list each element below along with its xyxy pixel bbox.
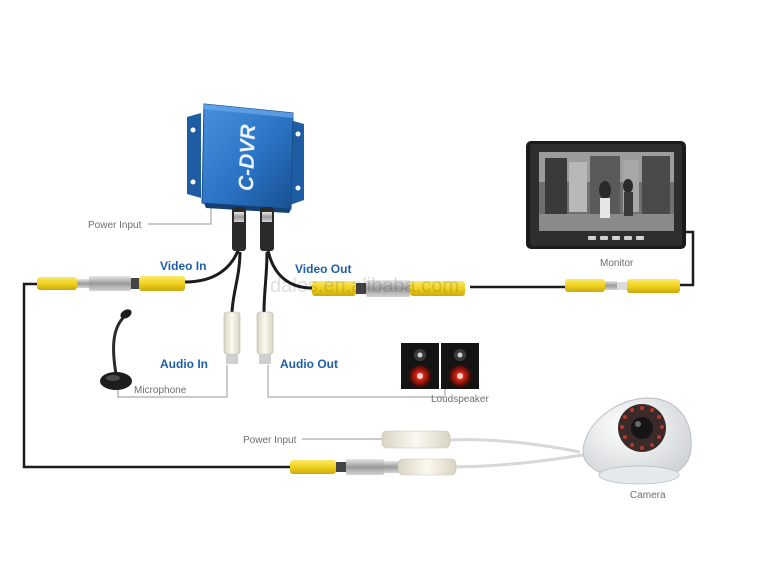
video-in-rca-yellow-2 [139,276,185,291]
video-out-cable [266,249,360,290]
dome-camera: Camera [582,397,692,501]
power-input-dvr-label: Power Input [88,220,142,231]
video-in-rca-yellow [37,277,77,290]
video-in-connectors [37,276,185,291]
monitor-rca-yellow-2 [627,279,680,293]
cables [22,207,695,469]
power-input-dvr-leader [148,207,212,225]
camera-connectors [290,430,457,476]
audio-out-lead-line [267,365,446,398]
camera-ir-leds [620,406,664,450]
camera-power-cable [449,438,581,454]
loudspeakers: Loudspeaker [401,343,489,405]
microphone-label: Microphone [134,385,187,396]
monitor-label: Monitor [600,258,634,269]
audio-in-cable [230,251,242,313]
video-in-loop-cable [22,282,290,469]
dvr-mount-ear-left [187,113,201,198]
microphone-gooseneck [112,316,125,375]
video-in-cable [184,247,241,284]
audio-out-label: Audio Out [280,357,338,371]
camera-label: Camera [630,490,666,501]
audio-connectors [223,311,274,364]
watermark-text: dalos.en.alibaba.com [270,275,459,297]
loudspeaker-label: Loudspeaker [431,394,489,405]
video-out-label: Video Out [295,262,351,276]
dvr-mount-ear-right [290,120,304,205]
dvr-brand-label: C-DVR [235,123,260,191]
labels: Power Input Video In Video Out Audio In … [88,220,351,446]
audio-out-rca-white [256,311,274,355]
video-out-connectors [312,279,680,297]
microphone-base [100,372,132,390]
monitor-buttons [588,236,644,240]
video-out-rca-yellow [312,281,356,296]
camera-lens [631,417,653,439]
camera-video-white-plug [397,458,457,476]
monitor-rca-yellow [565,279,605,292]
video-out-rca-yellow-2 [410,281,465,296]
monitor: Monitor [526,141,686,269]
monitor-cable [680,230,695,287]
loudspeaker-left [401,343,439,389]
loudspeaker-right [441,343,479,389]
audio-in-rca-white [223,311,241,355]
video-in-bnc-plug [89,276,131,291]
camera-video-cable [454,453,584,469]
dvr-bnc-ports [232,207,274,251]
camera-power-plug [381,430,451,449]
camera-video-bnc-plug [346,459,384,475]
power-input-camera-label: Power Input [243,435,297,446]
audio-in-label: Audio In [160,357,208,371]
video-in-label: Video In [160,259,206,273]
camera-base [598,465,680,485]
audio-out-cable [262,251,269,313]
dvr-device: C-DVR [187,103,304,213]
microphone: Microphone [100,309,187,396]
audio-in-lead-line [117,365,228,398]
camera-video-rca-yellow [290,460,336,474]
microphone-head [120,309,132,319]
video-out-bnc-plug [366,280,410,297]
